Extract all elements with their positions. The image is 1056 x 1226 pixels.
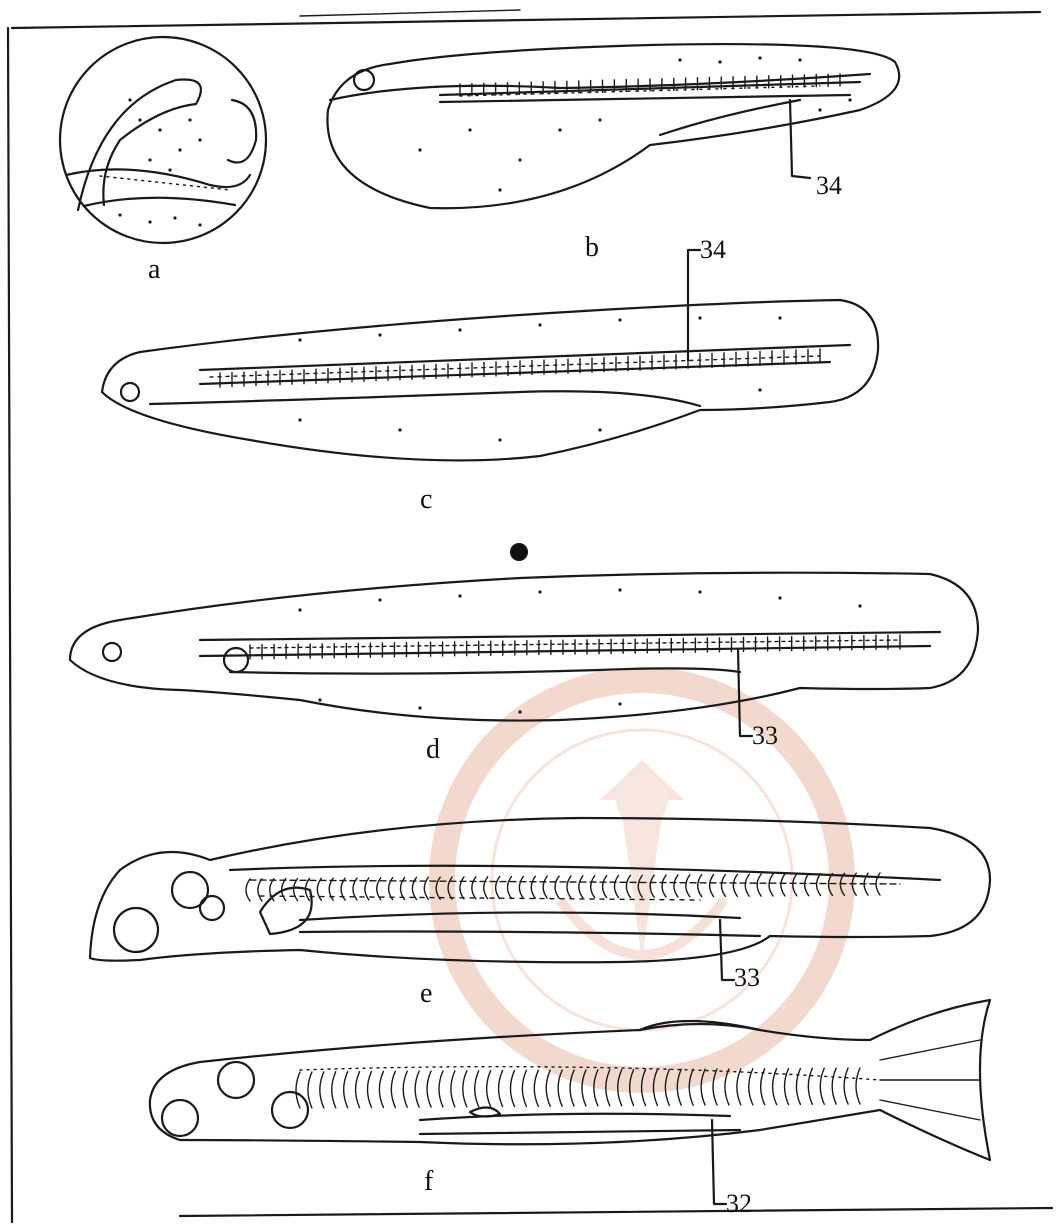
segment-tick — [403, 1071, 407, 1107]
segment-tick — [522, 1070, 526, 1106]
segment-tick — [391, 1071, 395, 1107]
panel-b-yolk-sac-larva: 34 b — [327, 44, 899, 263]
segment-tick — [603, 876, 607, 898]
segment-tick — [356, 1072, 360, 1108]
segment-tick — [698, 875, 702, 897]
segment-tick — [496, 877, 500, 899]
segment-tick — [796, 1068, 800, 1104]
panel-c-elongated-larva: 34 c — [102, 235, 878, 515]
segment-tick — [820, 1068, 824, 1104]
segment-tick — [379, 1071, 383, 1107]
segment-tick — [475, 1071, 479, 1107]
segment-tick — [258, 879, 262, 901]
panel-f-juvenile-fish: 32 f — [150, 1000, 990, 1218]
segment-tick — [737, 1069, 741, 1105]
segment-tick — [686, 875, 690, 897]
segment-tick — [844, 1068, 848, 1104]
segment-tick — [781, 874, 785, 896]
segment-tick — [531, 876, 535, 898]
segment-tick — [769, 874, 773, 896]
segment-tick — [761, 1069, 765, 1105]
segment-tick — [555, 876, 559, 898]
callout-c-number: 34 — [700, 235, 726, 264]
panel-label-a: a — [148, 254, 161, 285]
segment-tick — [856, 1068, 860, 1104]
panel-label-b: b — [585, 232, 599, 263]
callout-d-number: 33 — [752, 721, 778, 750]
segment-tick — [546, 1070, 550, 1106]
segment-tick — [294, 879, 298, 901]
callout-b-number: 34 — [816, 171, 842, 200]
segment-tick — [817, 874, 821, 896]
segment-tick — [543, 876, 547, 898]
segment-tick — [749, 1069, 753, 1105]
segment-tick — [439, 1071, 443, 1107]
segment-tick — [463, 1071, 467, 1107]
segment-tick — [579, 876, 583, 898]
segment-tick — [626, 875, 630, 897]
callout-f-number: 32 — [726, 1189, 752, 1218]
segment-tick — [472, 877, 476, 899]
segment-tick — [745, 874, 749, 896]
segment-tick — [721, 874, 725, 896]
callout-leader-e — [720, 920, 734, 980]
segment-tick — [710, 875, 714, 897]
callout-e-number: 33 — [734, 963, 760, 992]
segment-tick — [674, 875, 678, 897]
segment-tick — [519, 876, 523, 898]
segment-tick — [460, 877, 464, 899]
segment-tick — [733, 874, 737, 896]
panel-label-d: d — [426, 734, 440, 765]
panel-label-f: f — [424, 1166, 434, 1197]
panel-d-larva: 33 d — [70, 573, 978, 765]
callout-leader-b — [790, 100, 810, 178]
panel-e-later-larva: 33 e — [90, 818, 990, 1009]
segment-tick — [451, 1071, 455, 1107]
segment-tick — [808, 1068, 812, 1104]
segment-tick — [805, 874, 809, 896]
segment-tick — [487, 1071, 491, 1107]
segment-tick — [484, 877, 488, 899]
segment-tick — [367, 1071, 371, 1107]
segment-tick — [344, 1072, 348, 1108]
segment-tick — [415, 1071, 419, 1107]
segment-tick — [567, 876, 571, 898]
callout-leader-f — [712, 1120, 726, 1204]
segment-tick — [508, 877, 512, 899]
segment-tick — [427, 1071, 431, 1107]
segment-tick — [591, 876, 595, 898]
segment-tick — [510, 1070, 514, 1106]
panel-label-e: e — [420, 978, 432, 1009]
segment-tick — [320, 1072, 324, 1108]
segment-tick — [757, 874, 761, 896]
ink-blot — [510, 543, 528, 561]
panel-label-c: c — [420, 484, 432, 515]
segment-tick — [499, 1071, 503, 1107]
segment-tick — [308, 1072, 312, 1108]
segment-tick — [296, 1072, 300, 1108]
segment-tick — [534, 1070, 538, 1106]
segment-tick — [832, 1068, 836, 1104]
segment-tick — [662, 875, 666, 897]
segment-tick — [614, 875, 618, 897]
segment-tick — [246, 879, 250, 901]
segment-tick — [332, 1072, 336, 1108]
panel-a-egg-embryo — [60, 37, 266, 243]
